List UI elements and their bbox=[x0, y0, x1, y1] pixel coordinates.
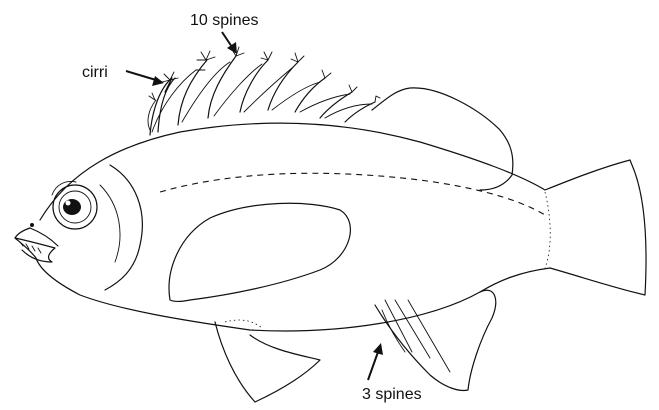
annotation-anal-spines: 3 spines bbox=[362, 343, 422, 403]
arrowhead-dorsal-spines bbox=[227, 42, 237, 54]
eye bbox=[52, 182, 97, 229]
anal-fin bbox=[375, 290, 496, 390]
arrowhead-cirri bbox=[152, 76, 164, 86]
caudal-base-line bbox=[545, 192, 550, 268]
fish-illustration bbox=[15, 47, 646, 402]
mouth bbox=[15, 223, 58, 262]
pectoral-fin bbox=[169, 203, 350, 301]
anal-spines-lines bbox=[382, 300, 450, 372]
arrowhead-anal-spines bbox=[373, 343, 383, 355]
body-outline bbox=[15, 123, 646, 331]
label-anal-spines: 3 spines bbox=[362, 386, 422, 403]
arrow-anal-spines bbox=[368, 352, 378, 380]
label-dorsal-spines: 10 spines bbox=[190, 12, 259, 29]
label-cirri: cirri bbox=[82, 64, 108, 81]
cirri-tufts bbox=[149, 47, 380, 102]
soft-dorsal-fin bbox=[372, 88, 513, 190]
annotation-dorsal-spines: 10 spines bbox=[190, 12, 259, 54]
pelvic-fin bbox=[215, 322, 320, 402]
lateral-line bbox=[160, 173, 545, 215]
arrow-cirri bbox=[126, 71, 156, 80]
operculum-line bbox=[105, 165, 142, 290]
arrow-dorsal-spines bbox=[222, 32, 232, 47]
preoperculum-line bbox=[100, 185, 120, 262]
annotation-cirri: cirri bbox=[82, 64, 164, 86]
